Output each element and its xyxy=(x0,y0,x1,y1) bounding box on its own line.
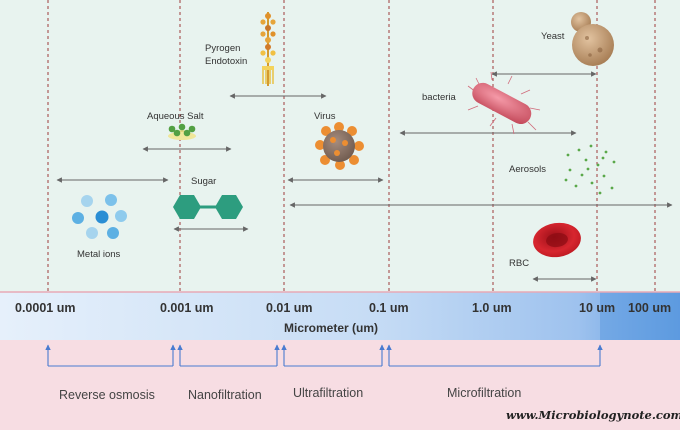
rbc-icon xyxy=(533,222,581,258)
virus-icon xyxy=(315,122,364,170)
endotoxin-icon xyxy=(260,12,276,86)
scale-unit-label: Micrometer (um) xyxy=(284,321,378,335)
process-ultrafiltration: Ultrafiltration xyxy=(293,386,363,400)
lower-background xyxy=(0,340,680,430)
salt-label: Aqueous Salt xyxy=(147,111,204,122)
process-nanofiltration: Nanofiltration xyxy=(188,388,262,402)
size-range-arrows xyxy=(56,71,673,282)
virus-label: Virus xyxy=(314,111,336,122)
tick-0.0001: 0.0001 um xyxy=(15,301,75,315)
aerosol-icon xyxy=(564,144,616,195)
ion-label: Metal ions xyxy=(77,249,121,260)
tick-100: 100 um xyxy=(628,301,671,315)
yeast-icon xyxy=(571,12,614,66)
tick-10: 10 um xyxy=(579,301,615,315)
process-brackets xyxy=(45,344,603,367)
sugar-icon xyxy=(173,195,243,219)
endotoxin-label-line2: Endotoxin xyxy=(205,56,247,67)
scale-band xyxy=(0,292,680,340)
rbc-label: RBC xyxy=(509,258,529,269)
salt-icon xyxy=(168,123,196,140)
tick-0.001: 0.001 um xyxy=(160,301,214,315)
yeast-label: Yeast xyxy=(541,31,565,42)
ion-icon xyxy=(72,194,127,239)
process-microfiltration: Microfiltration xyxy=(447,386,521,400)
sugar-label: Sugar xyxy=(191,176,216,187)
process-reverse-osmosis: Reverse osmosis xyxy=(59,388,155,402)
scale-ticks: 0.0001 um 0.001 um 0.01 um 0.1 um 1.0 um… xyxy=(15,301,671,315)
aerosol-label: Aerosols xyxy=(509,164,546,175)
tick-1.0: 1.0 um xyxy=(472,301,512,315)
watermark: www.Microbiologynote.com xyxy=(506,408,680,422)
tick-0.1: 0.1 um xyxy=(369,301,409,315)
bacteria-label: bacteria xyxy=(422,92,457,103)
bacteria-icon xyxy=(467,71,541,135)
tick-0.01: 0.01 um xyxy=(266,301,313,315)
endotoxin-label-line1: Pyrogen xyxy=(205,43,240,54)
